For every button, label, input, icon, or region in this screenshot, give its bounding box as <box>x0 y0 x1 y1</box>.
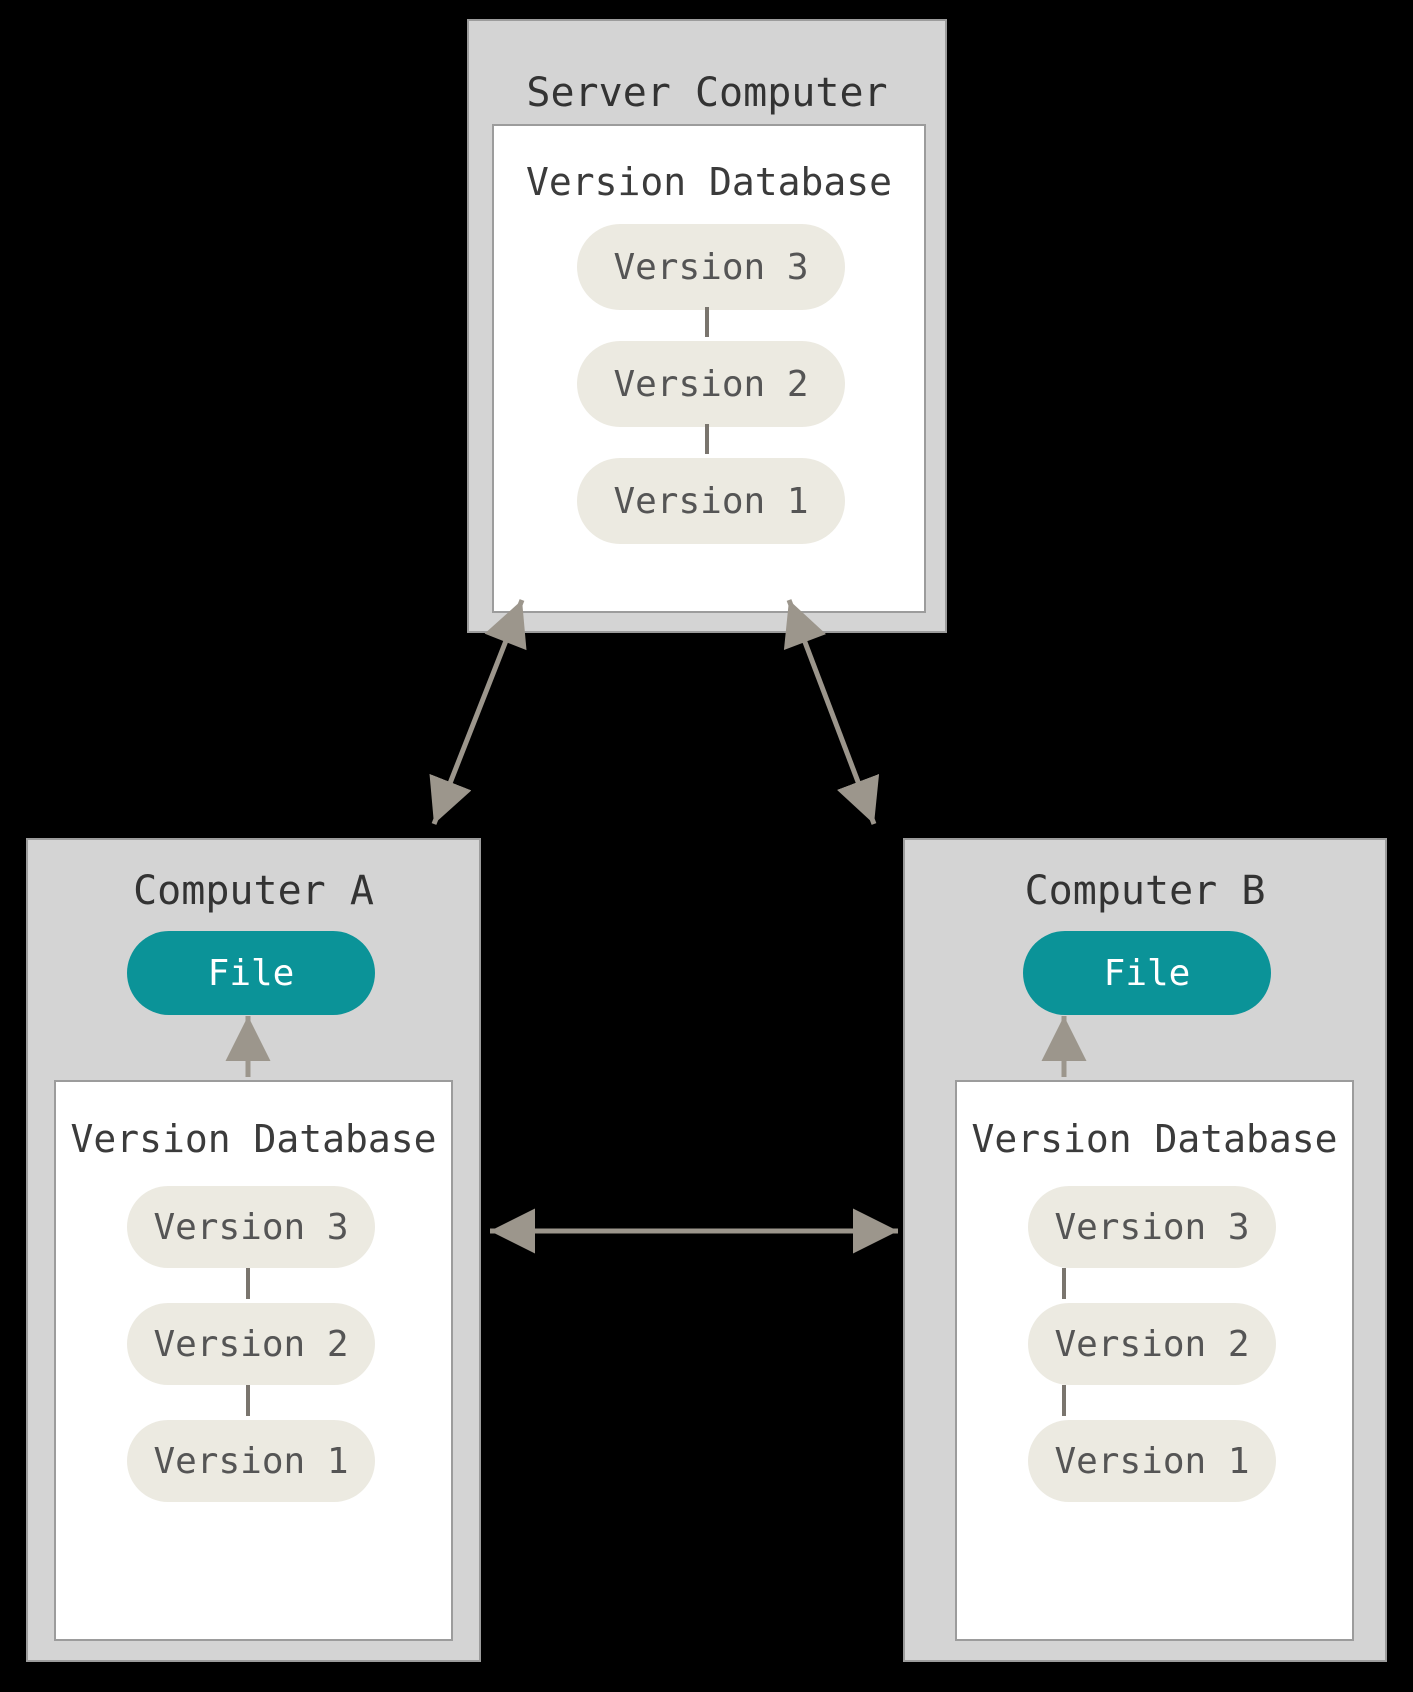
computer-a-version-3-node[interactable]: Version 3 <box>127 1186 375 1268</box>
server-version-2-node[interactable]: Version 2 <box>577 341 845 427</box>
computer-b-version-1-node[interactable]: Version 1 <box>1028 1420 1276 1502</box>
computer-b-version-database-box: Version Database Version 3 Version 2 Ver… <box>955 1080 1354 1641</box>
computer-b-cluster: Computer B File Version Database Version… <box>903 838 1387 1662</box>
server-computer-title: Server Computer <box>526 70 888 116</box>
computer-b-file-node[interactable]: File <box>1023 931 1271 1015</box>
computer-b-version-database-title: Version Database <box>971 1117 1338 1161</box>
server-version-3-node[interactable]: Version 3 <box>577 224 845 310</box>
computer-a-version-1-node[interactable]: Version 1 <box>127 1420 375 1502</box>
server-version-database-title: Version Database <box>525 160 893 204</box>
server-version-database-box: Version Database Version 3 Version 2 Ver… <box>492 124 926 613</box>
computer-b-title: Computer B <box>1024 868 1266 914</box>
computer-a-version-database-title: Version Database <box>70 1117 437 1161</box>
computer-a-file-node[interactable]: File <box>127 931 375 1015</box>
computer-b-version-2-node[interactable]: Version 2 <box>1028 1303 1276 1385</box>
server-computer-cluster: Server Computer Version Database Version… <box>467 19 947 633</box>
computer-b-version-3-node[interactable]: Version 3 <box>1028 1186 1276 1268</box>
computer-a-cluster: Computer A File Version Database Version… <box>26 838 481 1662</box>
server-version-1-node[interactable]: Version 1 <box>577 458 845 544</box>
computer-a-version-2-node[interactable]: Version 2 <box>127 1303 375 1385</box>
computer-a-title: Computer A <box>133 868 374 914</box>
edge-server-to-computer-a <box>429 599 527 825</box>
computer-a-version-database-box: Version Database Version 3 Version 2 Ver… <box>54 1080 453 1641</box>
edge-server-to-computer-b <box>783 599 880 825</box>
